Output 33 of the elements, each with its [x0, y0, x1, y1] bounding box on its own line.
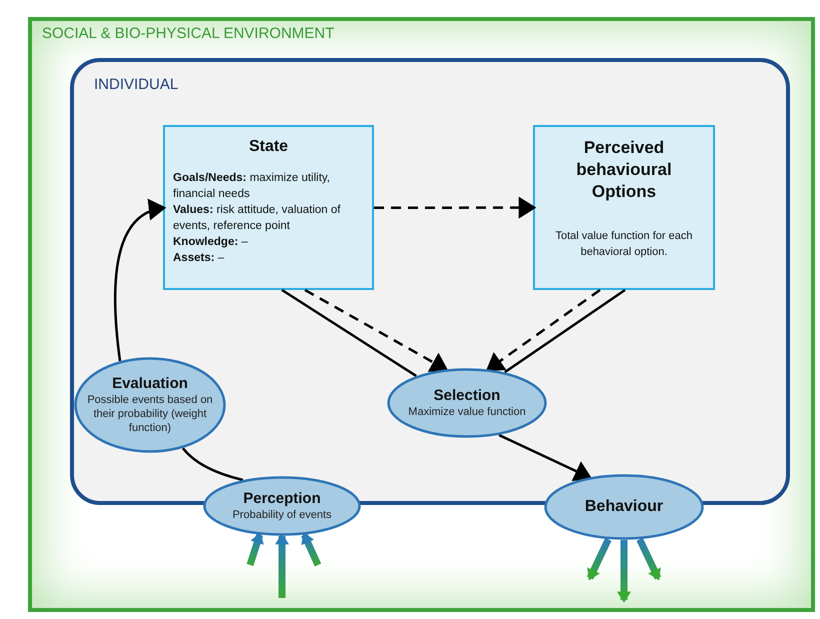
flow-arrow — [246, 532, 264, 566]
attribute-line: Assets: – — [173, 251, 226, 266]
box-description: Total value function for each behavioral option. — [554, 229, 694, 260]
flow-arrow — [617, 540, 631, 603]
box-title: Perceived behavioural Options — [575, 137, 673, 204]
arrow — [304, 288, 448, 372]
panel-heading: SOCIAL & BIO-PHYSICAL ENVIRONMENT — [42, 25, 334, 42]
box-title: State — [248, 137, 290, 157]
panel-heading: INDIVIDUAL — [94, 76, 178, 93]
ellipse-title: Evaluation — [112, 374, 188, 393]
ellipse-description: Possible events based on their probability (weight function) — [86, 392, 214, 436]
process-ellipse — [544, 474, 704, 540]
environment-panel — [28, 17, 815, 612]
ellipse-title: Perception — [243, 490, 321, 508]
process-ellipse — [74, 357, 226, 453]
ellipse-description: Maximize value function — [408, 404, 526, 420]
process-ellipse — [387, 368, 547, 438]
arrow — [498, 434, 592, 482]
flow-arrow — [586, 538, 612, 581]
flow-arrow — [301, 532, 322, 566]
arrow — [486, 288, 601, 372]
arrow — [114, 200, 166, 362]
process-box — [533, 125, 715, 290]
process-ellipse — [203, 476, 361, 536]
flow-arrow — [275, 533, 289, 598]
attribute-line: Values: risk attitude, valuation of events, reference point — [173, 202, 342, 234]
process-box — [163, 125, 374, 290]
flow-arrow — [636, 538, 662, 581]
ellipse-title: Selection — [434, 386, 500, 405]
arrow — [374, 196, 536, 219]
ellipse-title: Behaviour — [584, 497, 664, 517]
attribute-line: Knowledge: – — [173, 235, 249, 250]
ellipse-description: Probability of events — [232, 508, 332, 522]
